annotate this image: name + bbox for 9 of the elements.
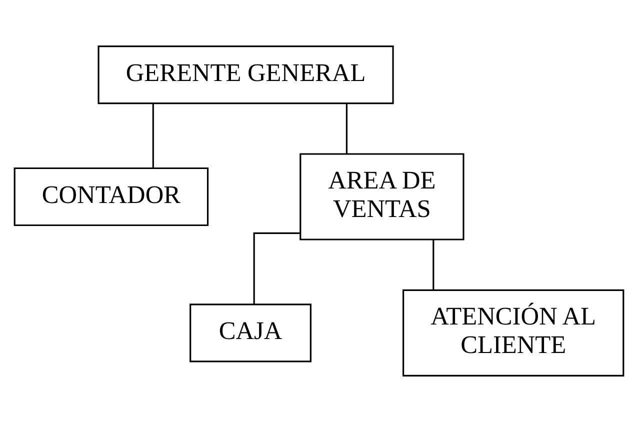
node-box: GERENTE GENERAL xyxy=(98,45,394,104)
node-box: CONTADOR xyxy=(14,166,209,226)
connector xyxy=(346,103,348,154)
node-box: ATENCIÓN AL CLIENTE xyxy=(402,288,624,376)
connector xyxy=(253,232,300,304)
node-box: CAJA xyxy=(190,303,312,362)
node-box: AREA DE VENTAS xyxy=(300,152,464,240)
connector xyxy=(152,103,154,168)
connector xyxy=(432,239,434,290)
